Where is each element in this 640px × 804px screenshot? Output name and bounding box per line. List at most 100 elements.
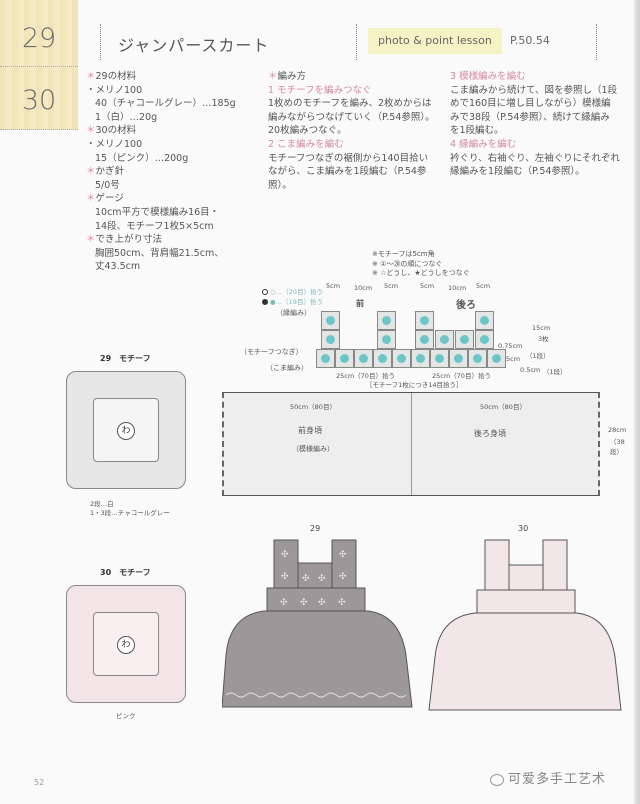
motif-30-chart: わ <box>66 585 186 703</box>
gauge-text: 14段、モチーフ1枚5×5cm <box>95 220 214 232</box>
legend-open: ○…（20目）拾う <box>270 288 323 296</box>
dim: 5cm <box>384 282 399 290</box>
yarn-name: メリノ100 <box>95 84 143 96</box>
filled-circle-icon <box>262 299 268 305</box>
svg-text:✣: ✣ <box>318 598 326 608</box>
step-text: 編みながらつなげていく（P.54参照）。 <box>268 111 435 123</box>
dim: 5cm <box>476 282 491 290</box>
page-number: 52 <box>34 778 45 787</box>
materials-column: ＊29の材料 ・メリノ100 40（チャコールグレー）…185g 1（白）…20… <box>86 70 266 274</box>
method-heading: 編み方 <box>277 71 307 82</box>
label-back-body: 後ろ身頃 <box>474 429 506 438</box>
step-text: ながら、こま編みを1段編む（P.54参 <box>268 166 427 178</box>
svg-text:✣: ✣ <box>302 574 310 584</box>
dim: 50cm（80目） <box>480 403 526 411</box>
yarn-amount: 40（チャコールグレー）…185g <box>95 98 236 110</box>
pattern-number-29: 29 <box>0 6 78 70</box>
size-text: 丈43.5cm <box>95 261 141 273</box>
label-motif-join: （モチーフつなぎ） <box>240 348 303 356</box>
dim: 5cm <box>506 355 521 363</box>
page-header: ジャンパースカート photo & point lesson P.50.54 <box>100 24 630 60</box>
body-schematic <box>222 392 600 496</box>
note: ※ ☆どうし、★どうしをつなぐ <box>372 269 470 277</box>
yarn-amount: 1（白）…20g <box>95 111 158 123</box>
svg-text:✣: ✣ <box>281 550 289 560</box>
divider <box>411 393 412 495</box>
diagram-notes: ※モチーフは5cm角 ※ ①〜⑳の順につなぐ ※ ☆どうし、★どうしをつなぐ <box>372 250 470 279</box>
step-text: みで38段（P.54参照）、続けて縁編み <box>450 111 610 123</box>
page-reference: P.50.54 <box>510 34 550 47</box>
dim: 28cm <box>608 426 627 434</box>
step-text: を1段編む。 <box>450 125 504 137</box>
dim: 3枚 <box>538 335 549 343</box>
size-heading: でき上がり寸法 <box>95 234 163 246</box>
dim: 0.75cm <box>498 342 523 350</box>
label-single-crochet: （こま編み） <box>266 364 308 372</box>
motif-30-notes: ピンク <box>116 712 136 720</box>
dim: 25cm（70目）拾う <box>432 372 491 380</box>
label-back: 後ろ <box>456 300 476 311</box>
materials-29-heading: 29の材料 <box>95 71 137 82</box>
divider <box>100 24 101 60</box>
hook-heading: かぎ針 <box>95 166 125 178</box>
yarn-amount: 15（ピンク）…200g <box>95 152 189 164</box>
divider <box>596 24 597 60</box>
magic-ring: わ <box>117 422 135 440</box>
page-edge <box>634 0 640 804</box>
motif-29-notes: 2段…白 1・3段…チャコールグレー <box>90 500 170 518</box>
size-text: 胸囲50cm、背肩幅21.5cm、 <box>95 247 224 259</box>
number-30: 30 <box>21 84 57 116</box>
divider <box>356 24 357 60</box>
svg-text:✣: ✣ <box>339 550 347 560</box>
method-column-2: 3 模様編みを編む こま編みから続けて、図を参照し（1段 めで160目に増し目し… <box>450 70 630 179</box>
label-front: 前 <box>356 299 364 308</box>
dim: 50cm（80目） <box>290 403 336 411</box>
svg-text:✣: ✣ <box>300 598 308 608</box>
dress-30-label: 30 <box>518 524 529 533</box>
motif-29-title: 29 モチーフ <box>100 354 151 363</box>
legend-filled: ●…（19目）拾う <box>270 298 323 306</box>
step-text: 照）。 <box>268 179 292 191</box>
motif-30-title: 30 モチーフ <box>100 568 151 577</box>
step-text: めで160目に増し目しながら）模様編 <box>450 98 611 110</box>
step-text: モチーフつなぎの裾側から140目拾い <box>268 152 429 164</box>
motif-29-chart: わ <box>66 371 186 489</box>
dim: 10cm <box>354 284 373 292</box>
gauge-text: 10cm平方で模様編み16目・ <box>95 206 220 218</box>
gauge-heading: ゲージ <box>95 193 124 205</box>
legend: ○…（20目）拾う ●…（19目）拾う <box>262 287 323 307</box>
dim: 0.5cm <box>520 366 541 374</box>
step-3-title: 3 模様編みを編む <box>450 71 526 82</box>
dress-29-label: 29 <box>310 524 321 533</box>
svg-text:✣: ✣ <box>280 598 288 608</box>
hook-size: 5/0号 <box>95 179 120 191</box>
yarn-name: メリノ100 <box>95 138 143 150</box>
dress-29-illustration: ✣✣ ✣✣ ✣✣ ✣✣ ✣✣ <box>222 539 413 708</box>
note: 1・3段…チャコールグレー <box>90 509 170 517</box>
step-1-title: 1 モチーフを編みつなぐ <box>268 84 372 96</box>
step-text: こま編みから続けて、図を参照し（1段 <box>450 84 618 96</box>
wechat-icon <box>490 773 504 786</box>
magic-ring: わ <box>117 636 135 654</box>
materials-30-heading: 30の材料 <box>95 125 137 137</box>
pattern-number-30: 30 <box>0 68 78 132</box>
step-2-title: 2 こま編みを編む <box>268 138 344 150</box>
dim: 5cm <box>420 282 435 290</box>
watermark: 可爱多手工艺术 <box>490 768 606 787</box>
divider <box>0 129 78 130</box>
svg-text:✣: ✣ <box>339 572 347 582</box>
label-pattern: （模様編み） <box>292 445 334 453</box>
method-column: ＊編み方 1 モチーフを編みつなぐ 1枚めのモチーフを編み、2枚めからは 編みな… <box>268 70 448 192</box>
label-edging: （縁編み） <box>276 309 311 317</box>
lesson-label: photo & point lesson <box>368 28 502 54</box>
page-title: ジャンパースカート <box>118 36 270 55</box>
dim: （1段） <box>543 368 567 376</box>
dim: 15cm <box>532 324 551 332</box>
dim: 10cm <box>448 284 467 292</box>
step-text: 1枚めのモチーフを編み、2枚めからは <box>268 98 432 110</box>
number-gutter <box>0 0 78 130</box>
dim: （38段） <box>610 438 625 456</box>
dim: ［モチーフ1枚につき14目拾う］ <box>366 381 463 389</box>
note: 2段…白 <box>90 500 114 508</box>
open-circle-icon <box>262 289 268 295</box>
